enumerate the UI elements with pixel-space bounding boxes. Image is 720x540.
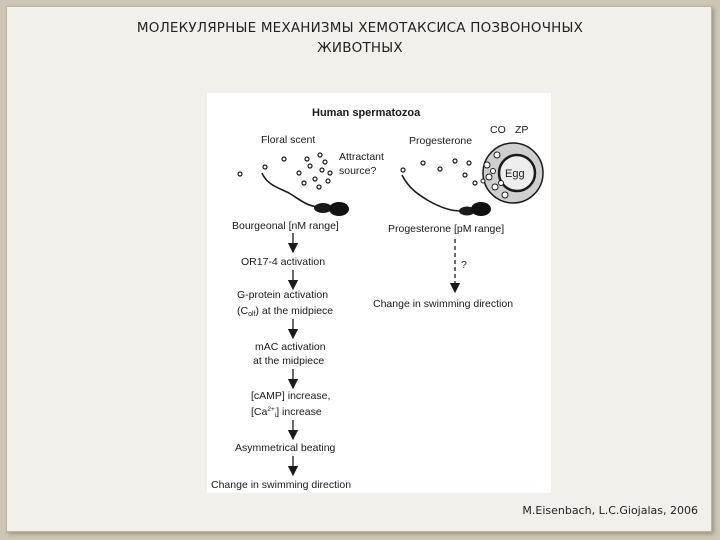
sperm-cell-left [261, 172, 349, 216]
step-g-protein: G-protein activation [237, 289, 328, 301]
step-bourgeonal: Bourgeonal [nM range] [232, 220, 339, 232]
co-label: CO [490, 124, 506, 136]
title-line-2: ЖИВОТНЫХ [317, 40, 403, 56]
figure-heading: Human spermatozoa [312, 107, 421, 119]
attractant-label-2: source? [339, 165, 377, 177]
step-g-protein-2: (Colf) at the midpiece [237, 305, 333, 318]
step-camp: [cAMP] increase, [251, 390, 330, 402]
sperm-cell-right [401, 174, 491, 216]
chemotaxis-figure: Human spermatozoa Floral scent Attractan… [207, 93, 551, 493]
step-mac: mAC activation [255, 341, 326, 353]
change-direction-right: Change in swimming direction [373, 298, 513, 310]
progesterone-label: Progesterone [409, 135, 472, 147]
egg-label: Egg [505, 168, 525, 180]
scent-molecules-left [237, 152, 333, 190]
slide-title: МОЛЕКУЛЯРНЫЕ МЕХАНИЗМЫ ХЕМОТАКСИСА ПОЗВО… [0, 18, 720, 58]
step-change-direction-left: Change in swimming direction [211, 479, 351, 491]
progesterone-range: Progesterone [pM range] [388, 223, 504, 235]
step-calcium: [Ca2+i] increase [251, 406, 322, 419]
step-mac-2: at the midpiece [253, 355, 324, 367]
step-asymmetrical: Asymmetrical beating [235, 442, 336, 454]
step-or17-4: OR17-4 activation [241, 256, 325, 268]
attractant-label-1: Attractant [339, 151, 384, 163]
chemotaxis-diagram: Human spermatozoa Floral scent Attractan… [211, 107, 544, 491]
unknown-mechanism-label: ? [461, 259, 467, 271]
egg-cell [480, 142, 544, 204]
floral-scent-label: Floral scent [261, 134, 315, 146]
progesterone-molecules [400, 158, 478, 186]
zp-label: ZP [515, 124, 528, 136]
title-line-1: МОЛЕКУЛЯРНЫЕ МЕХАНИЗМЫ ХЕМОТАКСИСА ПОЗВО… [136, 20, 584, 36]
citation: M.Eisenbach, L.C.Giojalas, 2006 [522, 504, 698, 517]
